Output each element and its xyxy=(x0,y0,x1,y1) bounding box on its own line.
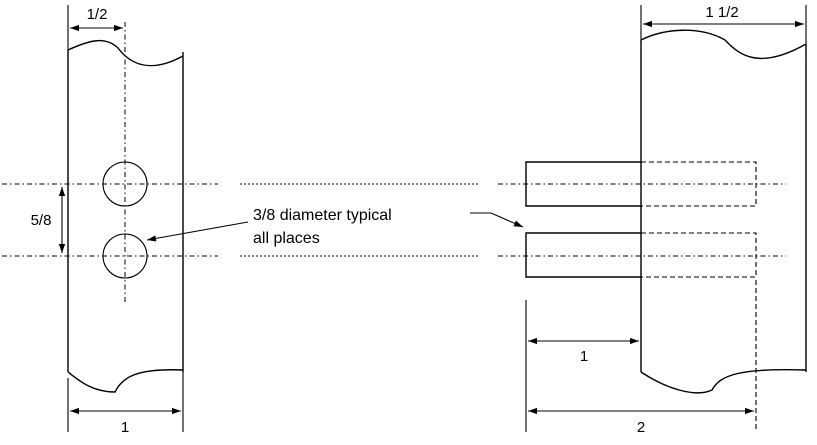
connecting-lines xyxy=(240,183,480,257)
dim-right-inner-label: 1 xyxy=(580,348,588,365)
left-view: 1/2 5/8 1 xyxy=(2,5,218,436)
note-leader-left xyxy=(146,221,249,242)
dim-left-top-label: 1/2 xyxy=(87,6,108,23)
note-line-2: all places xyxy=(253,230,320,247)
dim-left-bottom-label: 1 xyxy=(121,419,129,436)
right-lower-pin-hidden xyxy=(641,232,757,278)
right-view: 1 1/2 1 2 xyxy=(498,4,807,436)
dim-right-top-label: 1 1/2 xyxy=(705,4,738,21)
dim-hole-spacing-label: 5/8 xyxy=(31,212,52,229)
dim-right-total-label: 2 xyxy=(637,419,645,436)
right-part-outline xyxy=(640,29,807,394)
note-leader-right xyxy=(490,212,524,228)
left-part-outline xyxy=(67,40,184,393)
diameter-note: 3/8 diameter typical all places xyxy=(146,207,524,247)
note-line-1: 3/8 diameter typical xyxy=(253,207,392,224)
right-lower-pin-visible xyxy=(525,232,641,278)
